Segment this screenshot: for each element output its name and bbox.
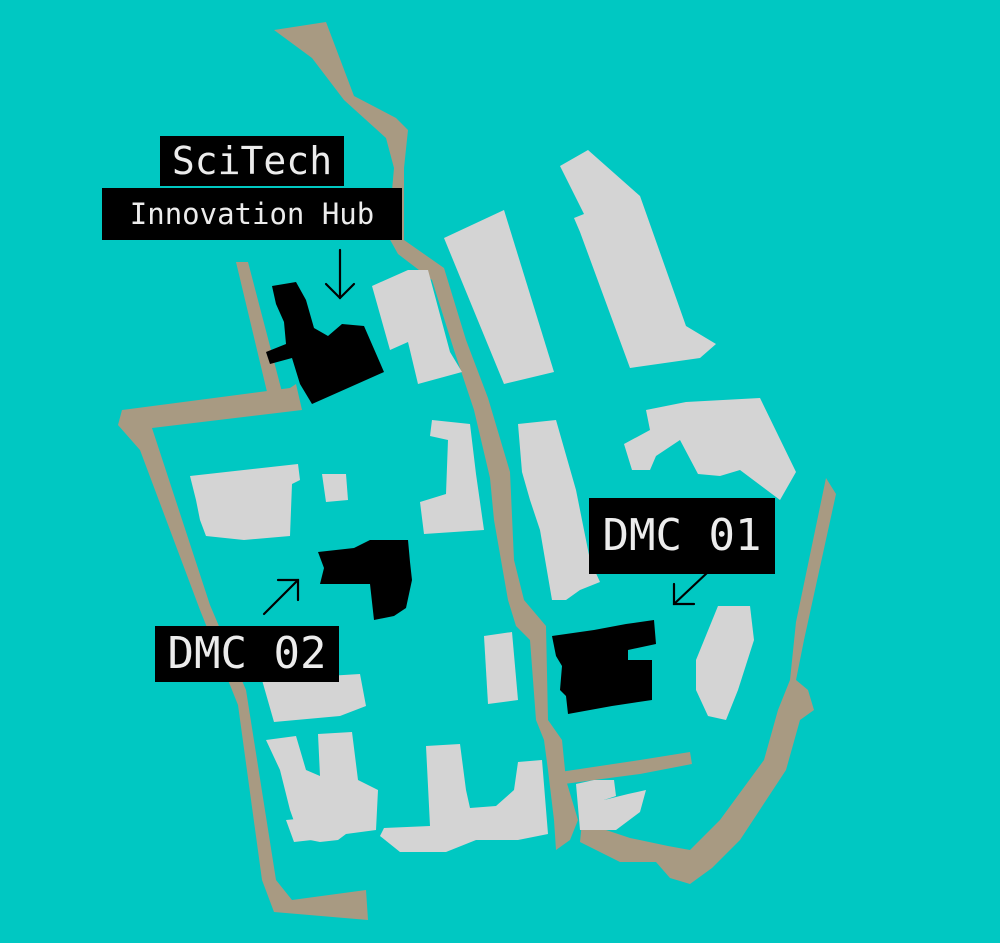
west-path xyxy=(118,384,368,920)
building xyxy=(560,150,716,368)
east-path xyxy=(580,478,836,884)
scitech-label-line1: SciTech xyxy=(160,136,344,186)
building xyxy=(484,632,518,704)
scitech-label-line2: Innovation Hub xyxy=(102,188,402,240)
building xyxy=(244,484,262,520)
building xyxy=(518,420,600,600)
dmc01-label: DMC 01 xyxy=(589,498,775,574)
building xyxy=(420,420,484,534)
dmc-02-building xyxy=(318,540,412,620)
building xyxy=(372,270,462,384)
dmc-01-building xyxy=(552,620,656,714)
campus-buildings xyxy=(190,150,796,852)
highlighted-buildings xyxy=(266,282,656,714)
northwest-spur xyxy=(236,262,282,396)
scitech-innovation-hub-building xyxy=(266,282,384,404)
building xyxy=(322,474,348,502)
building xyxy=(444,210,554,384)
building xyxy=(576,780,646,830)
dmc02-arrow xyxy=(262,578,300,616)
building xyxy=(266,732,378,842)
south-cross-path xyxy=(560,752,692,784)
building xyxy=(696,606,754,720)
building xyxy=(624,398,796,500)
dmc02-label: DMC 02 xyxy=(155,626,339,682)
building xyxy=(262,674,366,722)
pointer-arrows xyxy=(262,248,710,616)
building xyxy=(286,818,312,842)
dmc01-arrow xyxy=(672,570,710,606)
building xyxy=(380,744,548,852)
scitech-arrow xyxy=(324,248,356,300)
